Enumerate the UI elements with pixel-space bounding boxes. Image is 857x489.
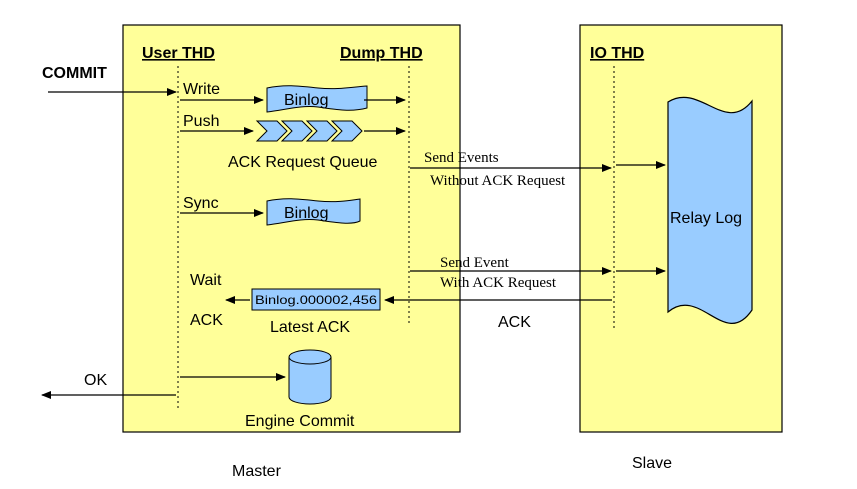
binlog-sync-shape: [266, 198, 361, 226]
relay-log-label: Relay Log: [670, 210, 742, 227]
ack-queue-label: ACK Request Queue: [228, 154, 378, 171]
commit-label: COMMIT: [42, 65, 107, 82]
engine-commit-cylinder: [288, 349, 332, 405]
latest-ack-label: Latest ACK: [270, 319, 350, 336]
engine-commit-label: Engine Commit: [245, 413, 355, 430]
ack-left-label: ACK: [190, 312, 223, 329]
ack-request-queue-shape: [255, 120, 363, 142]
relay-log-shape: [667, 96, 753, 324]
wait-label: Wait: [190, 272, 222, 289]
sync-label: Sync: [183, 195, 219, 212]
with-ack-label: With ACK Request: [440, 275, 557, 291]
ok-label: OK: [84, 372, 107, 389]
latest-ack-box: [251, 288, 381, 311]
push-label: Push: [183, 113, 219, 130]
io-thd-header: IO THD: [590, 45, 644, 62]
binlog-write-shape: [266, 85, 368, 113]
binlog-sync-label: Binlog: [284, 205, 328, 222]
dump-thd-header: Dump THD: [340, 45, 423, 62]
binlog-write-label: Binlog: [284, 92, 328, 109]
user-thd-header: User THD: [142, 45, 215, 62]
ack-return-label: ACK: [498, 314, 531, 331]
write-label: Write: [183, 81, 220, 98]
without-ack-label: Without ACK Request: [430, 173, 566, 189]
send-event-label: Send Event: [440, 255, 510, 271]
send-events-label: Send Events: [424, 150, 499, 166]
slave-label: Slave: [632, 455, 672, 472]
master-label: Master: [232, 463, 282, 480]
latest-ack-value: Binlog.000002,456: [255, 293, 377, 307]
